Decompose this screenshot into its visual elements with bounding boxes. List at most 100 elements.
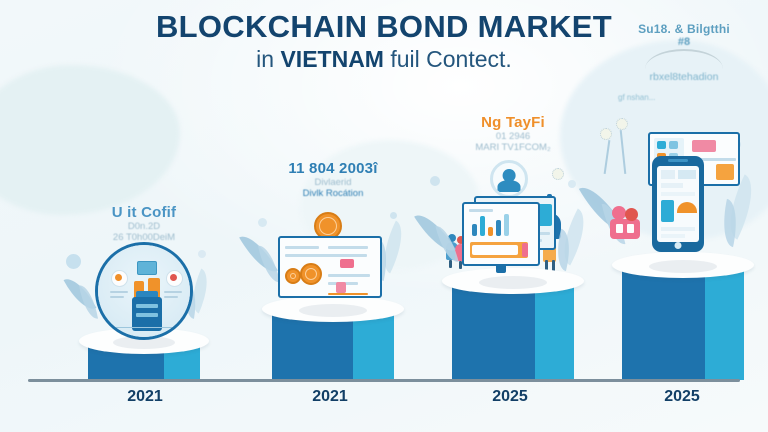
dot-decoration bbox=[390, 212, 397, 219]
chart-bar bbox=[496, 220, 501, 236]
badge-inner bbox=[115, 274, 122, 281]
screen-panel-white bbox=[472, 245, 518, 255]
screen-block bbox=[661, 170, 675, 179]
illustration-laptop-with-coins bbox=[278, 236, 382, 298]
screen-block bbox=[661, 227, 695, 231]
annotation-arc-icon bbox=[645, 49, 723, 69]
pillar-group-2 bbox=[239, 212, 413, 380]
page-subtitle: in VIETNAM fuil Contect. bbox=[0, 47, 768, 72]
dot-decoration bbox=[66, 254, 81, 269]
pillar-bar-4 bbox=[622, 268, 744, 380]
person-leg bbox=[552, 260, 555, 272]
dot-decoration bbox=[568, 180, 576, 188]
annotation-line-3: rbxel8tehadion bbox=[649, 71, 719, 83]
screen-block bbox=[661, 192, 695, 196]
dot-decoration bbox=[198, 250, 206, 258]
podium-shadow bbox=[112, 336, 176, 349]
screen-block-orange bbox=[716, 164, 734, 180]
screen-block bbox=[678, 170, 696, 179]
coin-ring bbox=[290, 273, 296, 279]
podium-2 bbox=[262, 296, 404, 330]
dot-decoration bbox=[430, 176, 440, 186]
subtitle-prefix: in bbox=[256, 46, 281, 73]
chart-bar bbox=[504, 214, 509, 236]
pillar-group-4 bbox=[578, 114, 765, 380]
avatar-head bbox=[502, 169, 516, 183]
person-head bbox=[448, 234, 456, 242]
dot-decoration bbox=[258, 218, 267, 227]
pillar-segment-dark bbox=[622, 268, 705, 380]
coin-ring bbox=[305, 268, 317, 280]
podium-4 bbox=[612, 252, 754, 286]
mini-line bbox=[110, 296, 124, 298]
ground-line bbox=[106, 326, 188, 328]
screen-block-pink bbox=[340, 259, 354, 268]
chart-bar bbox=[480, 216, 485, 236]
chart-bar bbox=[488, 227, 493, 236]
dandelion-decoration bbox=[600, 128, 612, 140]
dandelion-decoration bbox=[552, 168, 564, 180]
illustration-gift-figure bbox=[610, 206, 644, 246]
pillar-label-1: U it Cofif D0n.2D 26 T0h00DeiM bbox=[64, 204, 224, 243]
phone-speaker bbox=[668, 159, 688, 162]
person-leg bbox=[545, 260, 548, 272]
monitor-icon-block bbox=[669, 141, 678, 149]
page-title: BLOCKCHAIN BOND MARKET bbox=[155, 9, 613, 44]
screen-block bbox=[661, 183, 683, 188]
annotation-line-2: #8 bbox=[677, 36, 691, 48]
chart-bar bbox=[472, 224, 477, 236]
monitor-icon-block bbox=[657, 141, 666, 149]
illustration-monitor-charts bbox=[462, 202, 540, 266]
figure-body bbox=[610, 219, 640, 239]
mini-card bbox=[137, 261, 157, 275]
badge-icon bbox=[111, 270, 128, 287]
illustration-smartphone-dashboard bbox=[652, 156, 704, 252]
pillar-segment-light bbox=[534, 284, 574, 380]
screen-line bbox=[469, 209, 493, 212]
screen-line bbox=[328, 274, 370, 277]
pillar-label-sub1: D0n.2D bbox=[127, 221, 161, 232]
screen-block-orange bbox=[328, 293, 368, 295]
podium-shadow bbox=[649, 260, 717, 273]
orange-card bbox=[134, 281, 144, 299]
dandelion-ball bbox=[616, 118, 628, 130]
mini-line bbox=[164, 291, 182, 293]
annotation-line-4: gf nshan... bbox=[618, 93, 656, 102]
mini-line bbox=[110, 291, 128, 293]
avatar-shoulders bbox=[497, 179, 521, 193]
figure-part bbox=[612, 206, 626, 220]
screen-arc-orange bbox=[677, 202, 697, 213]
screen-block-pink bbox=[692, 140, 716, 152]
screen-block-pink bbox=[522, 243, 528, 257]
pillar-bar-2 bbox=[272, 312, 394, 380]
year-label-4: 2025 bbox=[664, 388, 700, 405]
avatar-icon bbox=[490, 160, 528, 198]
person-leg bbox=[449, 260, 452, 268]
pillar-label-sub2: MARI TV1FCOM₂ bbox=[475, 142, 551, 153]
pillar-label-sub2: Divlk Rocátion bbox=[302, 188, 364, 199]
podium-3 bbox=[442, 268, 584, 302]
subtitle-suffix: fuil Contect. bbox=[383, 46, 512, 73]
figure-part bbox=[625, 208, 638, 221]
monitor-stand bbox=[496, 266, 506, 273]
pillar-segment-dark bbox=[272, 312, 353, 380]
person-body bbox=[455, 244, 466, 261]
mini-line bbox=[164, 296, 178, 298]
screen-line bbox=[285, 246, 319, 249]
dandelion-ball bbox=[552, 168, 564, 180]
screen-block-blue bbox=[661, 200, 674, 222]
pillar-label-title: U it Cofif bbox=[111, 204, 177, 221]
badge-icon bbox=[166, 270, 183, 287]
server-icon bbox=[132, 297, 162, 331]
screen-line bbox=[285, 254, 367, 257]
coin-icon bbox=[285, 268, 301, 284]
figure-accent bbox=[616, 224, 623, 233]
year-label-2: 2021 bbox=[312, 388, 348, 405]
background-blob-left bbox=[0, 65, 180, 215]
pillar-label-title: Ng TayFi bbox=[481, 114, 545, 131]
pillar-label-3: Ng TayFi 01 2946 MARI TV1FCOM₂ bbox=[433, 114, 593, 153]
infographic-header: BLOCKCHAIN BOND MARKET in VIETNAM fuil C… bbox=[0, 10, 768, 73]
screen-line bbox=[328, 246, 368, 249]
year-label-1: 2021 bbox=[127, 388, 163, 405]
year-label-3: 2025 bbox=[492, 388, 528, 405]
